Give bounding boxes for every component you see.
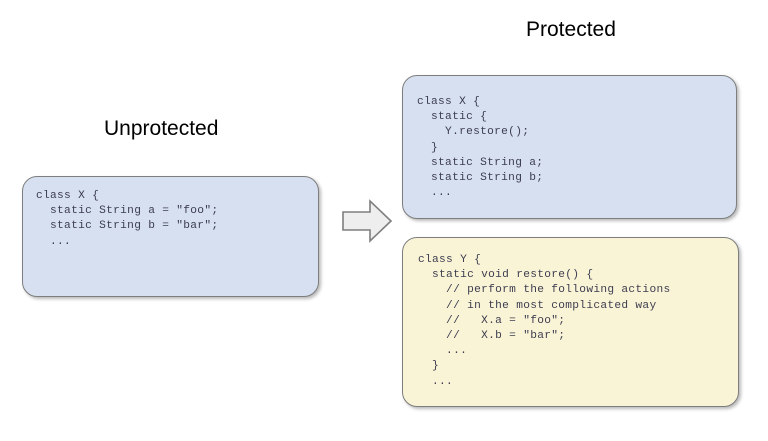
unprotected-class-x-code: class X { static String a = "foo"; stati…	[36, 190, 219, 248]
protected-class-y-box: class Y { static void restore() { // per…	[402, 237, 739, 407]
protected-title: Protected	[526, 18, 616, 41]
protected-class-x-code: class X { static { Y.restore(); } static…	[417, 96, 544, 200]
right-block-arrow-icon	[342, 199, 393, 243]
protected-class-y-code: class Y { static void restore() { // per…	[418, 254, 671, 388]
unprotected-class-x-box: class X { static String a = "foo"; stati…	[22, 176, 319, 297]
unprotected-title: Unprotected	[104, 117, 219, 140]
protected-class-x-box: class X { static { Y.restore(); } static…	[402, 75, 737, 219]
